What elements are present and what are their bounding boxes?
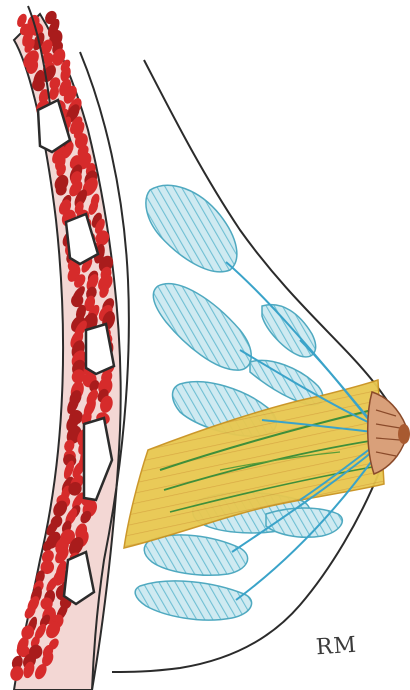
lobule <box>146 185 237 271</box>
artist-signature: RM <box>315 633 358 661</box>
lobule <box>153 284 251 370</box>
lobule <box>144 535 247 575</box>
nipple-tip <box>398 424 410 444</box>
lobule <box>135 581 251 620</box>
nipple-areola <box>368 392 410 474</box>
